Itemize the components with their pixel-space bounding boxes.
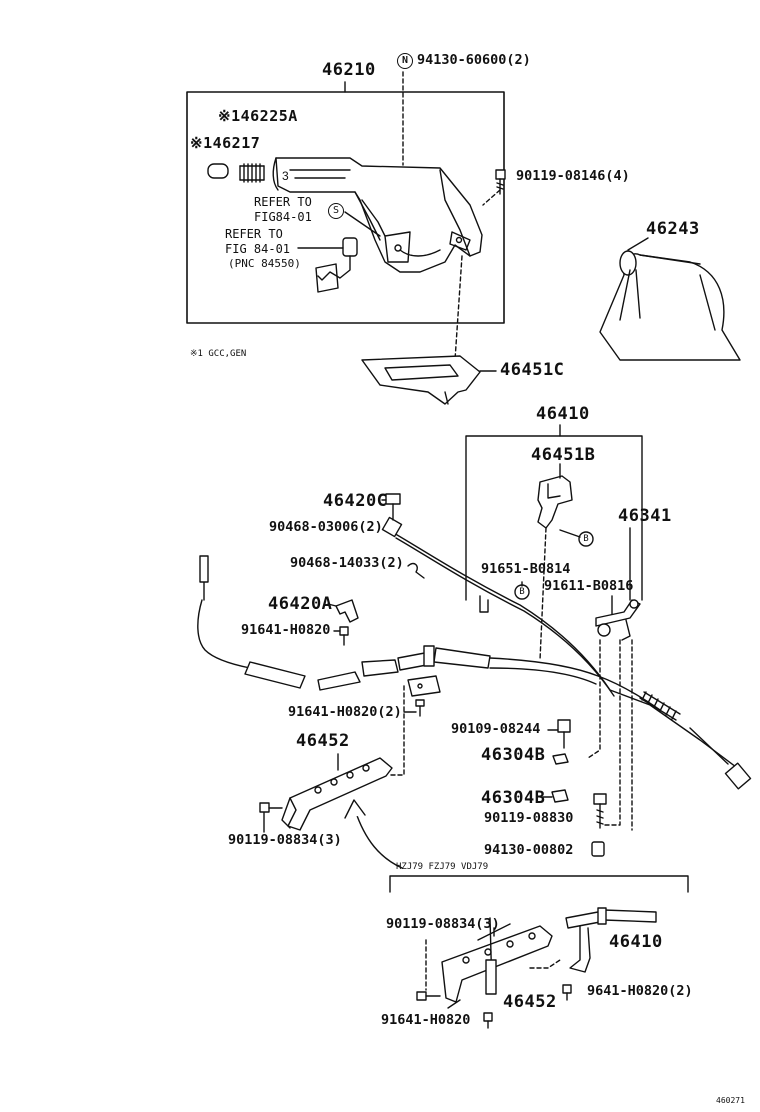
- rear-cable-drawing: [197, 555, 661, 711]
- switch-drawing: [315, 237, 358, 293]
- leader-46243: [627, 237, 649, 251]
- bottom-bolt-c-drawing: [562, 984, 572, 1001]
- part-94130-00802: 94130-00802: [484, 842, 574, 858]
- bottom-bolt-a-drawing: [416, 991, 441, 1001]
- leader-46451b-down: [539, 527, 547, 661]
- plate-46451c-drawing: [361, 355, 481, 405]
- part-46225a: ※146225A: [218, 107, 298, 125]
- refer-to-1: REFER TO: [254, 195, 312, 209]
- part-90468-03006: 90468-03006(2): [269, 519, 383, 535]
- part-91611-b0816: 91611-B0816: [544, 578, 634, 594]
- part-90119-08146: 90119-08146(4): [516, 168, 630, 184]
- leader-46420a: [327, 603, 337, 607]
- part-46420c: 46420C: [323, 491, 388, 511]
- part-46451b: 46451B: [531, 445, 596, 465]
- lever-46210-drawing: 3: [272, 157, 483, 273]
- part-46341: 46341: [618, 506, 672, 526]
- b-mark-2: B: [519, 587, 525, 597]
- reference-arrow: [344, 799, 403, 869]
- bracket-mid-drawing: [407, 675, 441, 717]
- cap-46217-drawing: [207, 163, 229, 179]
- part-90109-08244: 90109-08244: [451, 721, 541, 737]
- part-94130-60600: 94130-60600(2): [417, 52, 531, 68]
- part-46410-top: 46410: [536, 404, 590, 424]
- dash-right-1: [587, 639, 601, 759]
- part-91651-b0814: 91651-B0814: [481, 561, 571, 577]
- part-46452: 46452: [296, 731, 350, 751]
- variant-models: HZJ79 FZJ79 VDJ79: [396, 862, 489, 872]
- bottom-bolt-b-drawing: [483, 1012, 493, 1029]
- part-46452-b: 46452: [503, 992, 557, 1012]
- bolt-90119-08146-drawing: [495, 169, 506, 195]
- part-90468-14033: 90468-14033(2): [290, 555, 404, 571]
- part-46451c: 46451C: [500, 360, 565, 380]
- part-91641-h0820-c: 91641-H0820: [381, 1012, 471, 1028]
- part-46304b-a: 46304B: [481, 745, 546, 765]
- b-mark-1: B: [583, 534, 589, 544]
- clamp-46420a-drawing: [335, 599, 359, 623]
- bolt-90119-08830-drawing: [593, 793, 607, 829]
- s-mark: S: [328, 203, 344, 219]
- part-46217: ※146217: [190, 134, 261, 152]
- bolt-90109-08244-drawing: [557, 719, 571, 749]
- variant-box: [389, 875, 689, 893]
- bracket-46451b-drawing: [537, 475, 573, 529]
- leader-90119-08146: [482, 189, 501, 206]
- n-mark: N: [397, 53, 413, 69]
- dash-right-2: [604, 639, 621, 826]
- pnc-ref: (PNC 84550): [228, 257, 301, 270]
- part-91641-h0820-b: 91641-H0820(2): [288, 704, 402, 720]
- bottom-dash: [425, 939, 561, 991]
- part-46210: 46210: [322, 60, 376, 80]
- part-90119-08834: 90119-08834(3): [228, 832, 342, 848]
- part-90119-08834-b: 90119-08834(3): [386, 916, 500, 932]
- part-91641-h0820-a: 91641-H0820: [241, 622, 331, 638]
- leader-refer1: [344, 211, 381, 237]
- fig-ref-2: FIG 84-01: [225, 242, 291, 256]
- fig-ref-1: FIG84-01: [254, 210, 312, 224]
- nut-46304b-b-drawing: [551, 789, 569, 803]
- bottom-cable-46410-drawing: [565, 907, 657, 973]
- clip-90468-14033-drawing: [407, 562, 425, 579]
- footnote: ※1 GCC,GEN: [190, 349, 247, 359]
- dash-46452: [389, 685, 405, 776]
- clip-46420c-drawing: [385, 493, 401, 521]
- nut-46304b-a-drawing: [552, 753, 569, 765]
- boot-46243-drawing: [599, 250, 741, 361]
- washer-94130-00802-drawing: [591, 841, 605, 857]
- part-46420a: 46420A: [268, 594, 333, 614]
- part-46410-b: 46410: [609, 932, 663, 952]
- front-cable-46410-drawing: [381, 516, 752, 790]
- bolt-90119-08834-drawing: [259, 802, 283, 813]
- part-46304b-b: 46304B: [481, 788, 546, 808]
- spring-46225a-drawing: [239, 163, 265, 183]
- svg-text:3: 3: [282, 169, 289, 183]
- bolt-91641-h0820-a-drawing: [339, 626, 349, 646]
- mark-b1: [578, 531, 594, 547]
- refer-to-2: REFER TO: [225, 227, 283, 241]
- part-46243: 46243: [646, 219, 700, 239]
- part-90119-08830: 90119-08830: [484, 810, 574, 826]
- bracket-46410-box: [465, 435, 643, 601]
- equalizer-46341-drawing: [595, 599, 641, 641]
- bracket-46452-drawing: [281, 757, 393, 831]
- leader-b1: [559, 529, 581, 538]
- leader-lever-to-plate: [454, 255, 463, 361]
- figure-number: 460271: [716, 1096, 745, 1105]
- part-9641-h0820: 9641-H0820(2): [587, 983, 693, 999]
